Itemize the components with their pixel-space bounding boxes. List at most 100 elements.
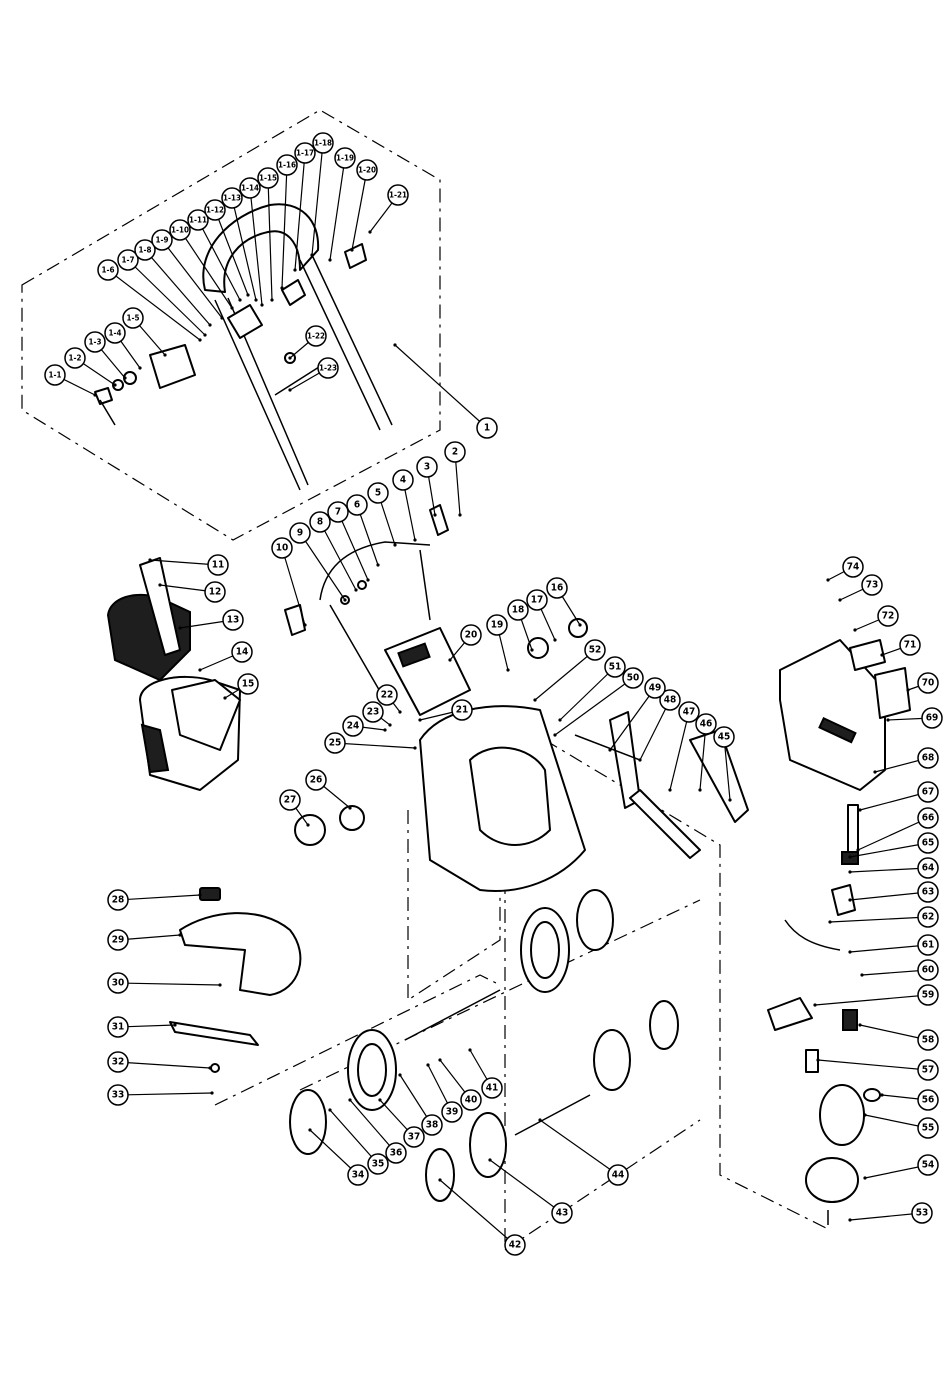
height-lever-3 [429, 504, 449, 536]
leader-line-7 [337, 511, 369, 581]
leader-dot-59 [813, 1003, 817, 1007]
callout-circle [917, 1059, 939, 1081]
callout-32: 32 [107, 1051, 129, 1073]
callout-5: 5 [367, 482, 389, 504]
leader-dot-9 [343, 598, 347, 602]
callout-circle [327, 501, 349, 523]
callout-label: 1-15 [259, 174, 277, 183]
height-adjust-lever [574, 711, 749, 859]
callout-circle [237, 673, 259, 695]
callout-circle [239, 177, 261, 199]
blade-clip-28 [199, 887, 221, 901]
leader-dot-1-10 [230, 306, 234, 310]
cable-harness-62 [784, 919, 841, 951]
mower-deck [294, 618, 588, 892]
callout-circle [911, 1202, 933, 1224]
callout-56: 56 [917, 1089, 939, 1111]
callout-65: 65 [917, 832, 939, 854]
leader-line-1-11 [197, 219, 241, 301]
callout-41: 41 [481, 1077, 503, 1099]
callout-51: 51 [604, 656, 626, 678]
grass-box-frame-14 [171, 679, 241, 751]
leader-dot-72 [853, 628, 857, 632]
callout-label: 11 [212, 560, 225, 571]
callout-label: 12 [209, 587, 222, 598]
callout-circle [861, 574, 883, 596]
leader-line-65 [849, 842, 929, 858]
leader-line-1-20 [351, 169, 368, 251]
callout-label: 3 [424, 462, 430, 473]
callout-label: 16 [551, 583, 564, 594]
callout-label: 60 [922, 965, 935, 976]
callout-circle [107, 1051, 129, 1073]
callout-38: 38 [421, 1114, 443, 1136]
leader-line-1-7 [127, 259, 206, 336]
leader-line-1-9 [161, 239, 223, 319]
leader-dot-11 [148, 558, 152, 562]
callout-circle [695, 713, 717, 735]
callout-label: 28 [112, 895, 125, 906]
callout-label: 1-7 [121, 256, 134, 265]
callout-74: 74 [842, 556, 864, 578]
leader-line-58 [859, 1024, 929, 1041]
leader-line-50 [554, 677, 634, 736]
leader-dot-55 [863, 1113, 867, 1117]
motor-assembly-boundary [544, 739, 831, 1231]
callout-label: 71 [904, 640, 917, 651]
leader-dot-1-23 [288, 388, 292, 392]
callout-label: 35 [372, 1159, 385, 1170]
callout-circle [367, 1153, 389, 1175]
callout-1-10: 1-10 [169, 219, 191, 241]
callout-label: 6 [354, 500, 360, 511]
callout-circle [84, 331, 106, 353]
callout-42: 42 [504, 1234, 526, 1256]
leader-dot-43 [488, 1158, 492, 1162]
callout-circle [917, 781, 939, 803]
capacitor-58 [842, 1009, 858, 1031]
leader-dot-1-12 [246, 293, 250, 297]
callout-circle [222, 609, 244, 631]
callout-circle [347, 1164, 369, 1186]
callout-1-2: 1-2 [64, 347, 86, 369]
leader-dot-32 [208, 1066, 212, 1070]
handle-clamp-upper [344, 243, 367, 269]
leader-dot-1-15 [270, 298, 274, 302]
callout-label: 36 [390, 1148, 403, 1159]
callout-circle [324, 732, 346, 754]
leader-dot-6 [376, 563, 380, 567]
leader-dot-58 [858, 1023, 862, 1027]
front-wheel-43 [469, 1112, 507, 1178]
callout-36: 36 [385, 1142, 407, 1164]
callout-circle [279, 789, 301, 811]
callout-circle [122, 307, 144, 329]
callout-circle [526, 589, 548, 611]
leader-line-1-12 [214, 209, 249, 296]
callout-circle [334, 147, 356, 169]
callout-label: 47 [683, 707, 696, 718]
callout-73: 73 [861, 574, 883, 596]
callout-19: 19 [486, 614, 508, 636]
callout-circle [507, 599, 529, 621]
callout-label: 63 [922, 887, 935, 898]
leader-line-11 [149, 559, 219, 566]
motor-cover-vents [818, 716, 857, 744]
callout-circle [899, 634, 921, 656]
callout-label: 45 [718, 732, 731, 743]
leader-line-1 [394, 344, 488, 429]
callout-label: 1-18 [314, 139, 332, 148]
leader-dot-62 [828, 920, 832, 924]
callout-circle [44, 364, 66, 386]
callout-7: 7 [327, 501, 349, 523]
leader-dot-17 [553, 638, 557, 642]
handle-left-tube [214, 297, 309, 491]
callout-label: 1-5 [126, 314, 139, 323]
callout-circle [107, 889, 129, 911]
callout-label: 29 [112, 935, 125, 946]
callout-circle [917, 881, 939, 903]
callout-label: 69 [926, 713, 939, 724]
leader-dot-1-7 [203, 333, 207, 337]
callout-circle [622, 667, 644, 689]
leader-dot-60 [860, 973, 864, 977]
callout-label: 1-12 [206, 206, 224, 215]
switch-holder-64 [831, 884, 856, 916]
